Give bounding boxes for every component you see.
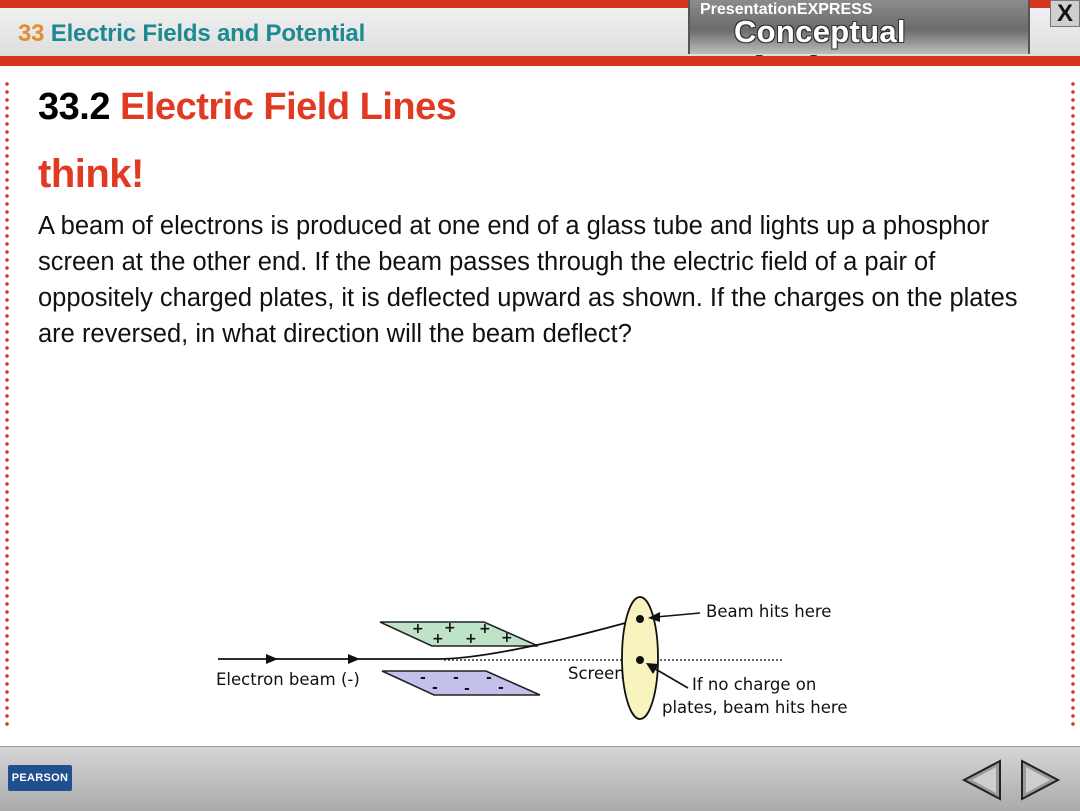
header-bottom-stripe [0,56,1080,66]
chapter-number: 33 [18,20,45,47]
brand-banner: PresentationEXPRESS Conceptual Physics [688,0,1030,85]
header-top-stripe [0,0,1080,8]
chapter-title: 33 Electric Fields and Potential [18,20,365,48]
previous-slide-button[interactable] [960,757,1004,803]
no-charge-pointer-head [646,663,659,674]
plus-sign-1: + [412,621,424,637]
beam-arrow-2 [348,654,360,664]
plus-sign-6: + [501,630,513,646]
minus-sign-1: - [420,670,426,686]
screen-label: Screen [568,664,625,683]
diagram-drawing [218,596,784,720]
beam-arrow-1 [266,654,278,664]
electron-beam-label: Electron beam (-) [216,670,360,689]
section-title: 33.2 Electric Field Lines [38,86,457,129]
minus-sign-3: - [486,670,492,686]
plus-sign-4: + [432,631,444,647]
plus-sign-5: + [465,631,477,647]
next-slide-button[interactable] [1018,757,1062,803]
section-name: Electric Field Lines [120,86,457,128]
no-charge-label-line2: plates, beam hits here [662,698,848,717]
chapter-name: Electric Fields and Potential [50,20,366,47]
minus-sign-5: - [464,681,470,697]
question-text: A beam of electrons is produced at one e… [38,212,1018,348]
footer-bar: PEARSON [0,746,1080,811]
beam-hits-label: Beam hits here [706,602,832,621]
beam-hits-pointer-head [648,612,660,622]
positive-plate [379,621,539,647]
no-charge-pointer [651,666,689,689]
section-number: 33.2 [38,86,110,128]
minus-sign-4: - [432,680,438,696]
electron-beam-diagram: + + + + + + - - - - - - Electron beam (-… [200,588,880,728]
triangle-left-icon [961,759,1001,801]
no-charge-label-line1: If no charge on [692,675,817,694]
left-dotted-border [4,80,10,730]
triangle-right-icon [1021,759,1061,801]
negative-plate [381,670,541,696]
beam-hits-pointer [655,612,701,618]
right-dotted-border [1070,80,1076,730]
deflected-beam [439,618,641,660]
close-button[interactable]: X [1050,0,1080,27]
beam-hit-dot [636,615,644,623]
no-charge-hit-dot [636,656,644,664]
minus-sign-2: - [453,670,459,686]
think-heading: think! [38,152,144,196]
slide-content [0,66,1080,746]
header-bar: 33 Electric Fields and Potential Present… [0,0,1080,85]
brand-presentation-express: PresentationEXPRESS [700,1,873,18]
plus-sign-2: + [444,620,456,636]
plus-sign-3: + [479,621,491,637]
minus-sign-6: - [498,680,504,696]
pearson-logo: PEARSON [8,765,72,791]
